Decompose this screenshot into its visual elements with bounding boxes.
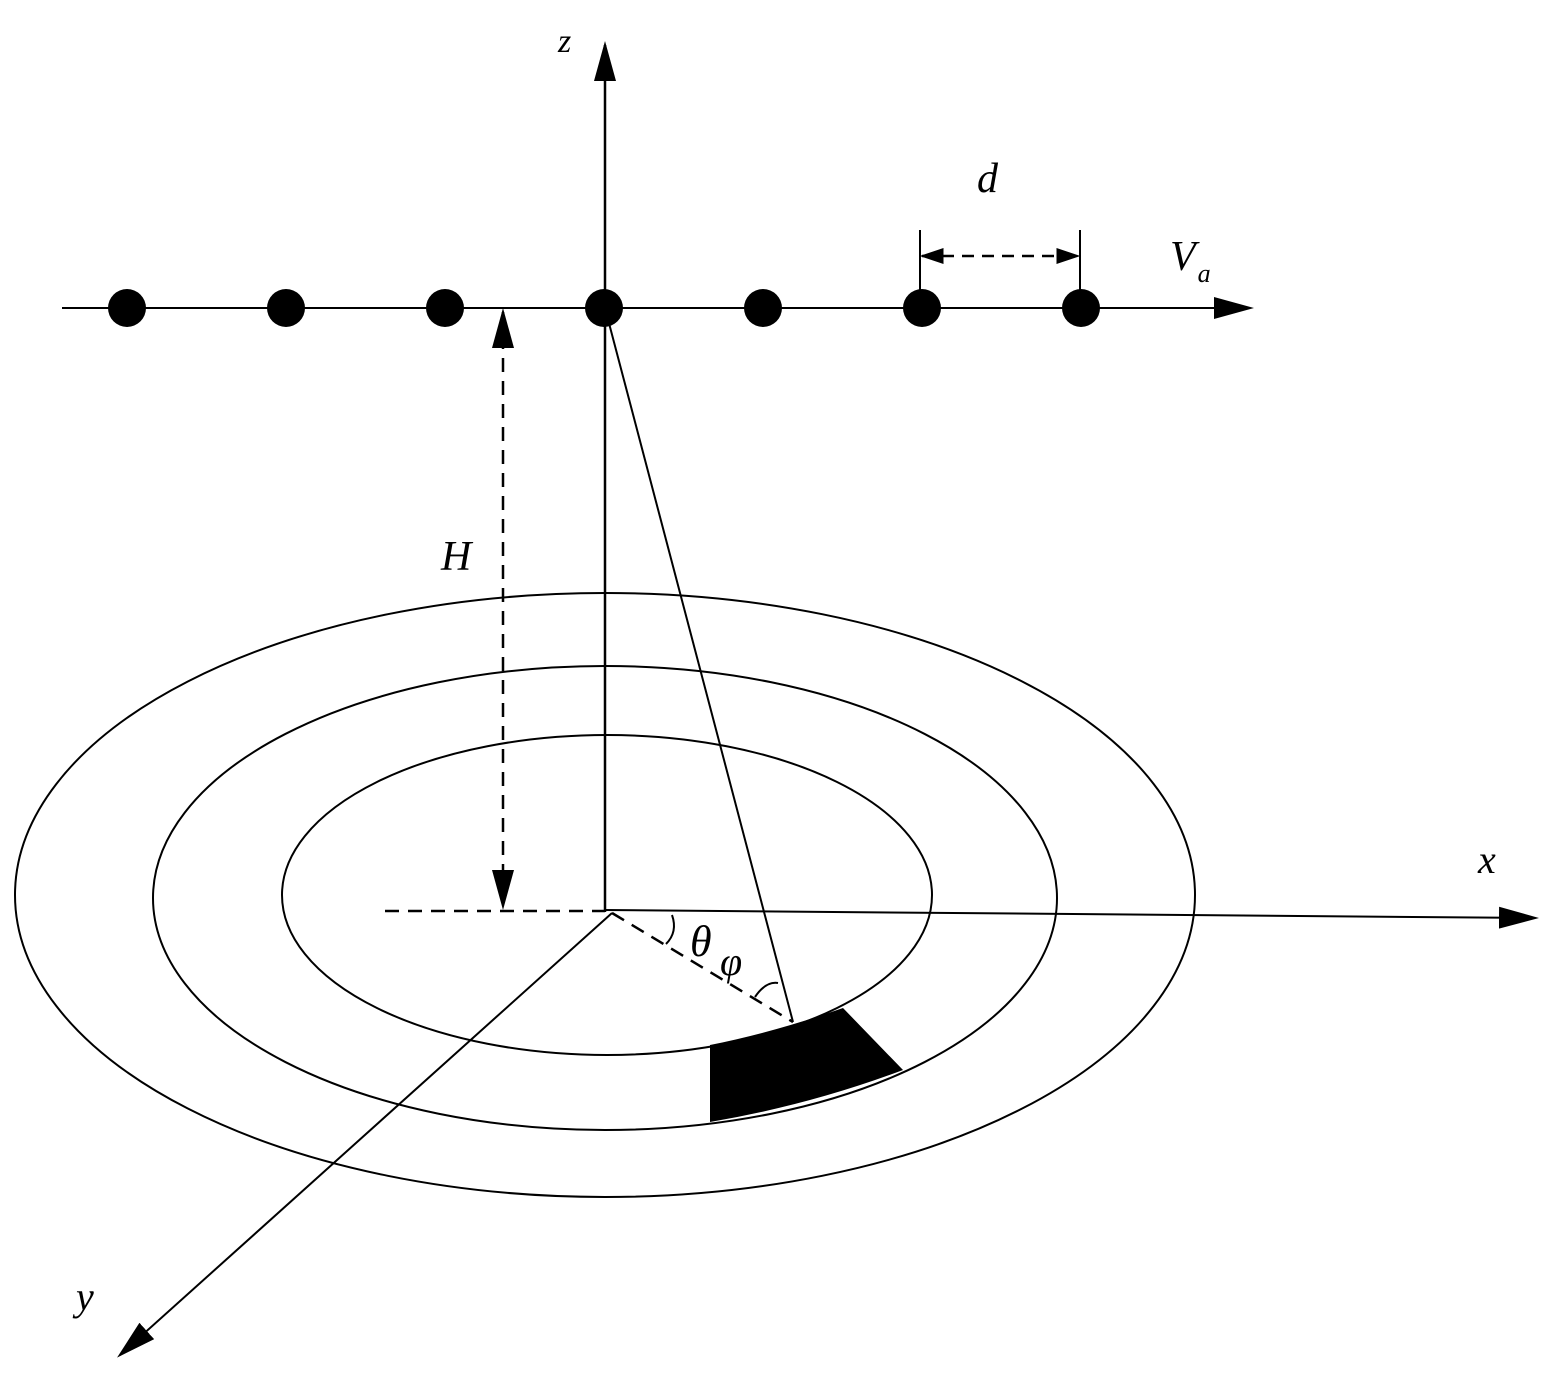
y-axis-label: y [72, 1274, 94, 1319]
sensor-dot [108, 289, 146, 327]
sensor-dot [267, 289, 305, 327]
theta-label: θ [690, 917, 712, 966]
velocity-label: Va [1170, 234, 1211, 288]
ground-cell [710, 1008, 903, 1122]
slant-range-line [604, 307, 794, 1023]
spacing-label: d [977, 156, 999, 202]
x-axis-label: x [1477, 837, 1496, 882]
sensor-dot [1062, 289, 1100, 327]
phi-label: φ [720, 939, 742, 984]
sensor-dot [744, 289, 782, 327]
z-axis-label: z [557, 23, 571, 60]
sensor-dot [426, 289, 464, 327]
inner-ring [281, 734, 933, 1056]
phi-arc [754, 981, 779, 998]
ground-projection-dashed [611, 911, 794, 1024]
height-label: H [440, 534, 474, 580]
y-axis [117, 912, 613, 1358]
x-axis [604, 906, 1539, 929]
velocity-subscript: a [1198, 259, 1211, 288]
sensor-array [108, 289, 1100, 327]
sensor-dot [903, 289, 941, 327]
sensor-dot [585, 289, 623, 327]
velocity-symbol: V [1170, 234, 1200, 280]
theta-arc [665, 914, 675, 945]
